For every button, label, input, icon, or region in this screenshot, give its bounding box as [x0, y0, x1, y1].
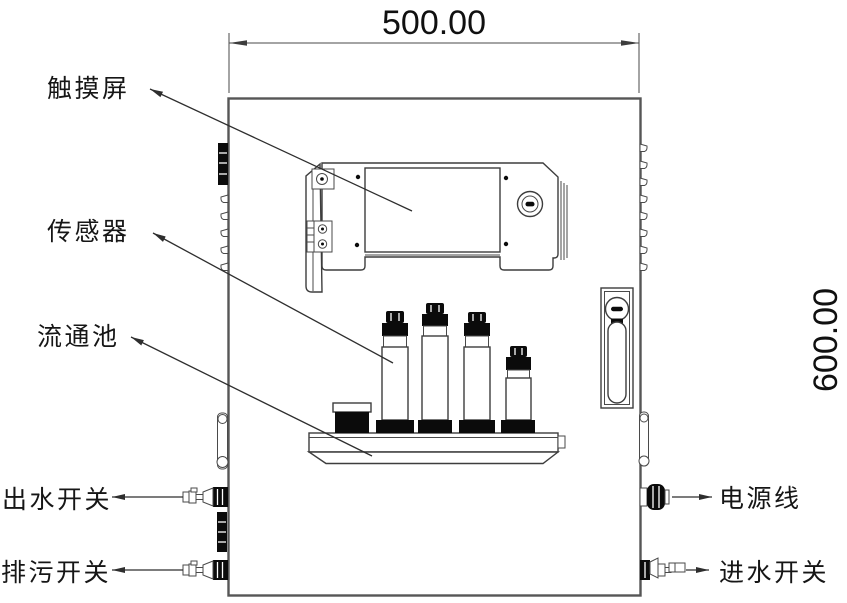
leader-touch-screen	[149, 88, 413, 212]
right-edge-hardware	[638, 143, 650, 467]
handle-grip[interactable]	[607, 321, 627, 404]
tray-side-tab	[557, 435, 566, 449]
leader-lines	[112, 88, 712, 573]
label-touch-screen: 触摸屏	[47, 75, 130, 103]
panel-screw	[503, 241, 509, 247]
tray-bevel	[306, 451, 561, 465]
width-dimension: 500.00	[228, 4, 640, 93]
edge-tab-right	[639, 160, 648, 169]
panel-hinge-middle	[306, 220, 333, 253]
edge-tab-left	[220, 211, 229, 220]
flow-cell-tray	[306, 432, 566, 465]
width-dimension-text: 500.00	[382, 4, 486, 42]
edge-tab-right	[639, 245, 648, 254]
door-hinge-bottom-left	[217, 412, 228, 470]
edge-tab-right	[639, 194, 648, 203]
edge-tab-right	[639, 177, 648, 186]
callout-labels: 触摸屏 传感器 流通池 出水开关 排污开关 电源线 进水开关	[1, 75, 829, 587]
label-power-cable: 电源线	[719, 485, 802, 513]
sample-cup	[332, 402, 372, 433]
panel-screw	[503, 175, 509, 181]
edge-tab-right	[639, 211, 648, 220]
sensor-bottle-4	[501, 346, 535, 433]
label-inlet-switch: 进水开关	[719, 559, 829, 587]
dimension-arrow-right	[621, 40, 639, 46]
drain-switch-fitting[interactable]	[182, 560, 228, 580]
leader-sensor	[152, 232, 394, 364]
panel-screw	[354, 242, 360, 248]
edge-tab-left	[220, 228, 229, 237]
outlet-switch-fitting[interactable]	[182, 487, 228, 507]
edge-tab-right	[639, 228, 648, 237]
label-sensor: 传感器	[47, 218, 130, 246]
edge-tab-left	[220, 262, 229, 271]
label-flow-cell: 流通池	[37, 323, 120, 351]
edge-tab-right	[639, 143, 648, 152]
height-dimension-text: 600.00	[807, 288, 845, 392]
touch-screen[interactable]	[364, 167, 501, 253]
hinge-block-top-left	[218, 143, 228, 185]
door-handle[interactable]	[600, 287, 634, 409]
panel-lock[interactable]	[516, 190, 544, 218]
sensor-bottle-3	[459, 312, 495, 433]
panel-hinge-top	[311, 168, 335, 190]
sensor-bottle-2	[418, 303, 452, 433]
tray-top	[308, 432, 559, 453]
leader-flow-cell	[130, 336, 373, 457]
edge-tab-left	[220, 245, 229, 254]
inlet-switch-fitting[interactable]	[640, 557, 686, 580]
power-cable-gland	[639, 484, 670, 510]
left-edge-hardware	[216, 143, 229, 552]
touch-screen-panel	[305, 162, 568, 293]
label-drain-switch: 排污开关	[1, 559, 111, 587]
edge-tab-left	[220, 194, 229, 203]
dimension-arrow-left	[229, 40, 247, 46]
panel-screw	[355, 174, 361, 180]
label-outlet-switch: 出水开关	[2, 486, 112, 514]
edge-tab-right	[639, 262, 648, 271]
handle-lock-slot	[611, 306, 623, 312]
